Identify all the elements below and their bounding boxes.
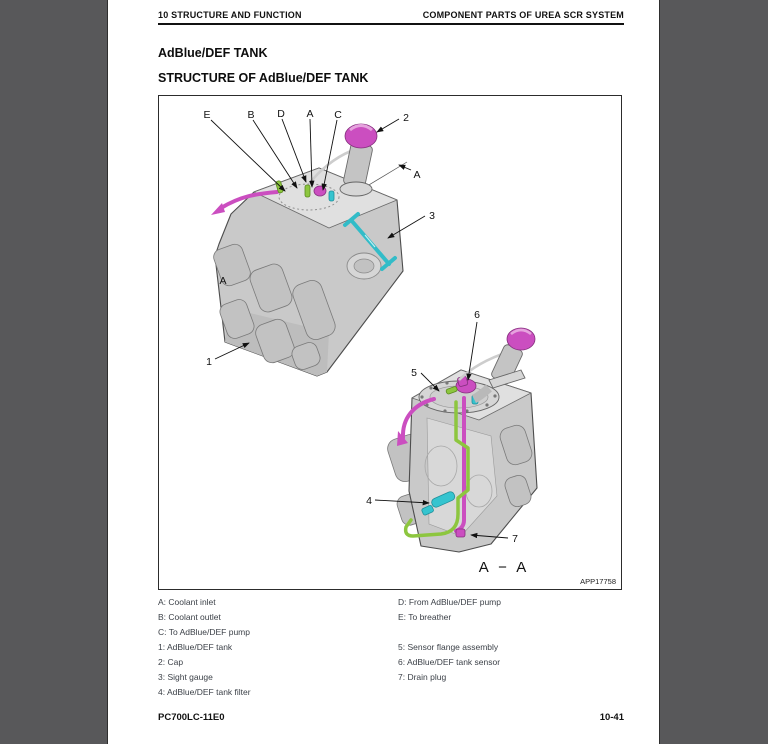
filler-neck-section [458,327,536,404]
filler-neck [307,123,378,197]
legend-item-3: 3: Sight gauge [158,672,213,682]
callout-labels: E B D A C 2 A 3 A 1 6 5 4 7 A − A APP177… [203,108,616,586]
figure-code: APP17758 [580,577,616,586]
legend-gap [398,625,501,640]
legend-right-column: D: From AdBlue/DEF pump E: To breather 5… [398,595,501,685]
fill-cap [344,123,378,149]
pump-suction-fitting [328,190,335,202]
footer-model: PC700LC-11E0 [158,712,225,723]
adblue-tank-illustration [211,123,404,377]
manual-page: 10 STRUCTURE AND FUNCTION COMPONENT PART… [107,0,660,744]
legend-left-column: A: Coolant inlet B: Coolant outlet C: To… [158,595,251,700]
drain-plug [455,528,466,538]
callout-lines [210,118,509,539]
callout-2: 2 [403,112,409,124]
legend-item-c: C: To AdBlue/DEF pump [158,627,250,637]
header-rule [158,23,624,25]
section-label: A − A [479,559,529,576]
callout-1: 1 [206,356,212,368]
callout-3: 3 [429,210,435,222]
callout-4: 4 [366,495,372,507]
legend-item-2: 2: Cap [158,657,184,667]
legend-item-e: E: To breather [398,612,452,622]
legend-item-7: 7: Drain plug [398,672,447,682]
legend-item-d: D: From AdBlue/DEF pump [398,597,501,607]
legend-item-5: 5: Sensor flange assembly [398,642,499,652]
callout-a-top: A [306,108,313,120]
legend-item-6: 6: AdBlue/DEF tank sensor [398,657,501,667]
section-view-illustration [387,327,538,553]
page-title: AdBlue/DEF TANK [158,46,268,60]
callout-7: 7 [512,533,518,545]
tank-filter [431,491,456,508]
callout-6: 6 [474,309,480,321]
callout-a-left: A [219,275,226,287]
callout-d: D [277,108,285,120]
legend-item-a: A: Coolant inlet [158,597,216,607]
structure-title: STRUCTURE OF AdBlue/DEF TANK [158,71,369,85]
legend-item-b: B: Coolant outlet [158,612,221,622]
inlet-fitting [313,185,327,197]
sight-gauge [343,212,397,271]
sensor-tube [403,400,470,538]
footer-page-number: 10-41 [599,712,624,723]
callout-c: C [334,109,342,121]
fill-cap-section [506,327,536,351]
internal-pipes [403,396,470,538]
tank-structure-diagram: E B D A C 2 A 3 A 1 6 5 4 7 A − A APP177… [203,108,616,586]
figure-frame: E B D A C 2 A 3 A 1 6 5 4 7 A − A APP177… [158,95,622,590]
header-section: COMPONENT PARTS OF UREA SCR SYSTEM [422,10,624,20]
flange-hose [397,397,436,446]
legend-item-4: 4: AdBlue/DEF tank filter [158,687,251,697]
pump-return-fitting [304,184,311,198]
callout-5: 5 [411,367,417,379]
coolant-hose [211,190,279,215]
legend-item-1: 1: AdBlue/DEF tank [158,642,233,652]
header-chapter: 10 STRUCTURE AND FUNCTION [158,10,302,20]
callout-e: E [203,109,210,121]
callout-b: B [247,109,254,121]
callout-a-right: A [413,169,420,181]
